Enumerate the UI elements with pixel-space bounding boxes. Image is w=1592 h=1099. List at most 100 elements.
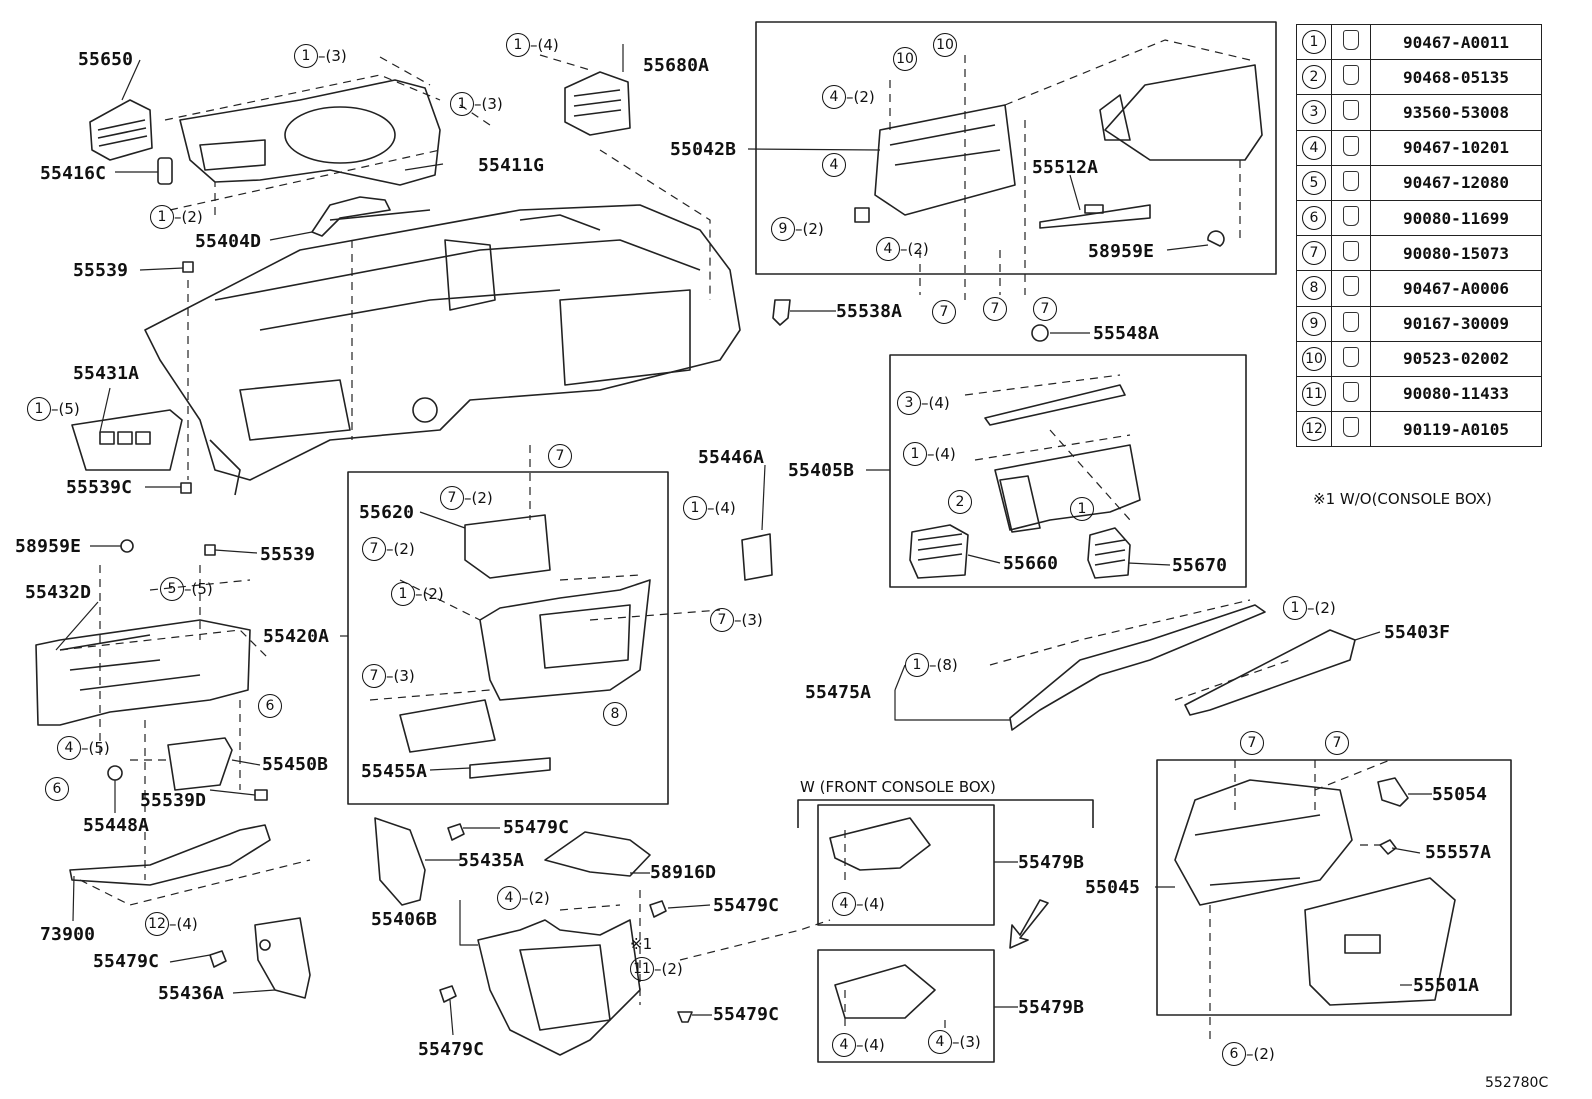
qty-number: 7 (932, 300, 956, 324)
qty-count: –(3) (386, 667, 415, 685)
clip-55539C-shape (180, 482, 192, 494)
latch-55054-shape (1377, 777, 1409, 807)
lid-55042B-shape (1104, 64, 1263, 161)
part-label-55512A: 55512A (1032, 157, 1099, 178)
part-label-55403F: 55403F (1384, 622, 1451, 643)
qty-number: 8 (603, 702, 627, 726)
legend-part-number: 90467-A0006 (1370, 270, 1542, 307)
qty-marker: 1–(4) (506, 33, 559, 57)
legend-part-number: 90167-30009 (1370, 305, 1542, 342)
legend-part-number: 90080-11699 (1370, 199, 1542, 237)
part-label-55479C-d: 55479C (713, 1004, 780, 1025)
part-label-55450B: 55450B (262, 754, 329, 775)
trim-55475A-shape (1009, 604, 1266, 731)
vent-55650-shape (89, 99, 153, 161)
qty-number: 12 (145, 912, 169, 936)
console-bracket (797, 799, 1094, 828)
qty-count: –(2) (795, 220, 824, 238)
qty-marker: 1–(4) (683, 496, 736, 520)
group-box-console-lower (817, 949, 995, 1063)
part-label-55416C: 55416C (40, 163, 107, 184)
glovebox-door-55501A-shape (1304, 877, 1456, 1006)
qty-marker: 1–(5) (27, 397, 80, 421)
part-label-55670: 55670 (1172, 555, 1228, 576)
part-label-55539D: 55539D (140, 790, 207, 811)
part-label-55404D: 55404D (195, 231, 262, 252)
trim-55404D-shape (311, 196, 391, 237)
qty-marker: 4 (822, 153, 846, 177)
group-box-console-upper (817, 804, 995, 926)
legend-row: 1 90467-A0011 (1296, 23, 1542, 61)
legend-part-number: 90468-05135 (1370, 59, 1542, 96)
fastener-icon (1343, 65, 1359, 86)
qty-marker: 10 (933, 33, 957, 57)
qty-count: –(5) (184, 580, 213, 598)
qty-number: 1 (506, 33, 530, 57)
qty-count: –(2) (174, 208, 203, 226)
console-lower-shape (834, 964, 936, 1019)
qty-marker: 4–(3) (928, 1030, 981, 1054)
clip-58959E-shape (120, 539, 134, 553)
part-label-55042B: 55042B (670, 139, 737, 160)
qty-number: 1 (1283, 596, 1307, 620)
part-label-55501A: 55501A (1413, 975, 1480, 996)
qty-number: 7 (1033, 297, 1057, 321)
part-55416C-shape (157, 157, 173, 185)
legend-part-number: 90467-A0011 (1370, 23, 1542, 61)
legend-number: 7 (1302, 241, 1326, 266)
trim-55403F-shape (1184, 629, 1356, 716)
switch-panel-55431A-shape (71, 409, 183, 471)
vent-55660-shape (909, 524, 969, 579)
qty-number: 7 (548, 444, 572, 468)
qty-marker: 7 (932, 300, 956, 324)
fastener-icon (1343, 311, 1359, 332)
qty-marker: 6–(2) (1222, 1042, 1275, 1066)
diagram-id: 552780C (1485, 1075, 1549, 1091)
part-label-55479B-lower: 55479B (1018, 997, 1085, 1018)
qty-count: –(4) (921, 394, 950, 412)
qty-marker: 10 (893, 47, 917, 71)
fastener-icon (1343, 381, 1359, 402)
qty-number: 11 (630, 957, 654, 981)
qty-marker: 1–(4) (903, 442, 956, 466)
legend-part-number: 90119-A0105 (1370, 411, 1542, 448)
legend-number: 1 (1302, 30, 1326, 55)
qty-marker: 4–(2) (876, 237, 929, 261)
qty-marker: 7 (1240, 731, 1264, 755)
qty-count: –(2) (1246, 1045, 1275, 1063)
qty-marker: 4–(4) (832, 1033, 885, 1057)
clip-55479C-d-shape (439, 985, 457, 1003)
legend-number: 3 (1302, 100, 1326, 125)
cover-55436A-shape (254, 917, 311, 999)
qty-count: –(4) (927, 445, 956, 463)
qty-marker: 4–(2) (497, 886, 550, 910)
part-55538A-shape (772, 299, 791, 326)
qty-number: 3 (897, 391, 921, 415)
qty-number: 10 (933, 33, 957, 57)
qty-number: 1 (150, 205, 174, 229)
qty-number: 6 (1222, 1042, 1246, 1066)
part-label-55446A: 55446A (698, 447, 765, 468)
clip-55448A-shape (107, 765, 123, 781)
qty-number: 4 (57, 736, 81, 760)
part-label-55539C: 55539C (66, 477, 133, 498)
qty-marker: 5–(5) (160, 577, 213, 601)
qty-count: –(5) (51, 400, 80, 418)
qty-marker: 7 (983, 297, 1007, 321)
qty-number: 4 (832, 892, 856, 916)
qty-number: 4 (822, 153, 846, 177)
part-label-58959E-left: 58959E (15, 536, 82, 557)
legend-number: 8 (1302, 276, 1326, 301)
qty-number: 1 (1070, 497, 1094, 521)
part-label-55431A: 55431A (73, 363, 140, 384)
clip-55479C-e-shape (677, 1011, 693, 1023)
qty-count: –(2) (464, 489, 493, 507)
console-55406B-shape (477, 919, 641, 1056)
clip-55479C-b-shape (447, 823, 465, 841)
qty-marker: 1–(3) (450, 92, 503, 116)
legend-part-number: 90523-02002 (1370, 340, 1542, 377)
